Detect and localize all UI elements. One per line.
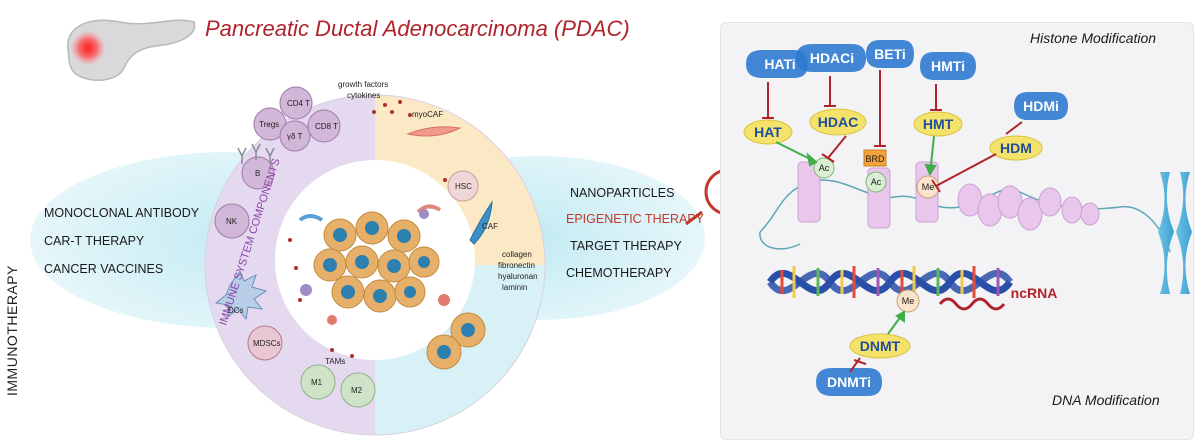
ecm-laminin: laminin <box>502 283 528 292</box>
dnmt-oval <box>849 333 911 359</box>
cell-label-b: B <box>255 169 261 178</box>
cell-label-tams: TAMs <box>325 357 346 366</box>
therapy-cart: CAR-T THERAPY <box>44 234 145 248</box>
hdaci-badge <box>796 44 866 72</box>
therapy-mab: MONOCLONAL ANTIBODY <box>44 206 200 220</box>
caf-cell <box>469 200 493 245</box>
therapy-nanoparticles: NANOPARTICLES <box>570 186 675 200</box>
hsc-label: HSC <box>455 182 472 191</box>
hmti-badge <box>920 52 976 80</box>
ecm-collagen: collagen <box>502 250 532 259</box>
tumor-cell-cluster <box>298 204 450 325</box>
cell-label-m1: M1 <box>311 378 323 387</box>
cell-label-mdscs: MDSCs <box>253 339 281 348</box>
page-title: Pancreatic Ductal Adenocarcinoma (PDAC) <box>205 16 630 41</box>
pancreas-icon <box>67 19 196 81</box>
therapy-target: TARGET THERAPY <box>570 239 682 253</box>
chromosome-icon <box>1158 172 1174 294</box>
hati-label: HATi <box>764 56 795 72</box>
epigenetic-panel <box>720 22 1194 440</box>
hdmi-label: HDMi <box>1023 98 1059 114</box>
hdaci-label: HDACi <box>810 50 854 66</box>
therapy-epigenetic: EPIGENETIC THERAPY <box>566 212 704 226</box>
hdac-oval <box>809 108 867 136</box>
histone-modification-title: Histone Modification <box>1030 30 1157 46</box>
cell-label-nk: NK <box>226 217 238 226</box>
magnifier-handle <box>685 210 703 226</box>
ac-label-2: Ac <box>871 177 882 187</box>
m1-cell <box>300 364 336 400</box>
therapy-chemo: CHEMOTHERAPY <box>566 266 672 280</box>
hdmi-badge <box>1014 92 1068 120</box>
myocaf-cell <box>406 126 462 137</box>
epigenetic-diagram: HATi HDACi BETi HMTi HDMi HAT HDAC HMT H… <box>743 40 1192 396</box>
nk-cell <box>214 203 250 239</box>
ncrna-strand <box>938 297 1006 311</box>
magnifier-lens <box>704 169 720 215</box>
hdm-oval <box>989 135 1043 161</box>
cell-label-cd4t: CD4 T <box>287 99 310 108</box>
beti-label: BETi <box>874 46 906 62</box>
tme-diagram <box>30 86 720 436</box>
cd8t-cell <box>307 109 341 143</box>
ac-label: Ac <box>819 163 830 173</box>
therapy-vaccines: CANCER VACCINES <box>44 262 164 276</box>
stroma-cells <box>406 126 493 245</box>
cell-label-m2: M2 <box>351 386 363 395</box>
hati-badge <box>746 50 808 78</box>
immune-cells <box>214 86 376 408</box>
gdt-cell <box>279 120 311 152</box>
beti-badge <box>866 40 914 68</box>
growth-factors-label: growth factors <box>338 80 389 89</box>
cell-label-tregs: Tregs <box>259 120 280 129</box>
m2-cell <box>340 372 376 408</box>
cytokines-label: cytokines <box>347 91 381 100</box>
dnmt-label: DNMT <box>860 338 901 354</box>
myocaf-label: myoCAF <box>412 110 444 119</box>
hdac-label: HDAC <box>818 114 858 130</box>
cell-label-dcs: DCs <box>228 306 244 315</box>
ecm-hyaluronan: hyaluronan <box>498 272 538 281</box>
b-cell <box>241 156 275 190</box>
hmt-label: HMT <box>923 116 954 132</box>
ac-mark-2 <box>865 171 887 193</box>
caf-label: CAF <box>482 222 498 231</box>
tumor-quadrant-cells <box>426 312 486 370</box>
ncrna-label: ncRNA <box>1011 285 1058 301</box>
hat-oval <box>743 119 793 145</box>
me-dna-mark <box>896 289 920 313</box>
hsc-cell <box>447 170 479 202</box>
brd-label: BRD <box>865 154 885 164</box>
hmti-label: HMTi <box>931 58 965 74</box>
dc-cell <box>214 269 268 321</box>
cell-label-cd8t: CD8 T <box>315 122 338 131</box>
me-label: Me <box>922 182 935 192</box>
hmt-oval <box>913 111 963 137</box>
hat-label: HAT <box>754 124 782 140</box>
dna-modification-title: DNA Modification <box>1052 392 1160 408</box>
brd-box <box>863 149 887 167</box>
dnmti-label: DNMTi <box>827 374 871 390</box>
dnmti-badge <box>816 368 882 396</box>
mdsc-cell <box>247 325 283 361</box>
ecm-fibronectin: fibronectin <box>498 261 535 270</box>
me-dna-label: Me <box>902 296 915 306</box>
cd4t-cell <box>279 86 313 120</box>
hdm-label: HDM <box>1000 140 1032 156</box>
cell-label-gdt: γδ T <box>287 132 303 141</box>
ac-mark <box>813 157 835 179</box>
dna-helix <box>767 266 1013 298</box>
